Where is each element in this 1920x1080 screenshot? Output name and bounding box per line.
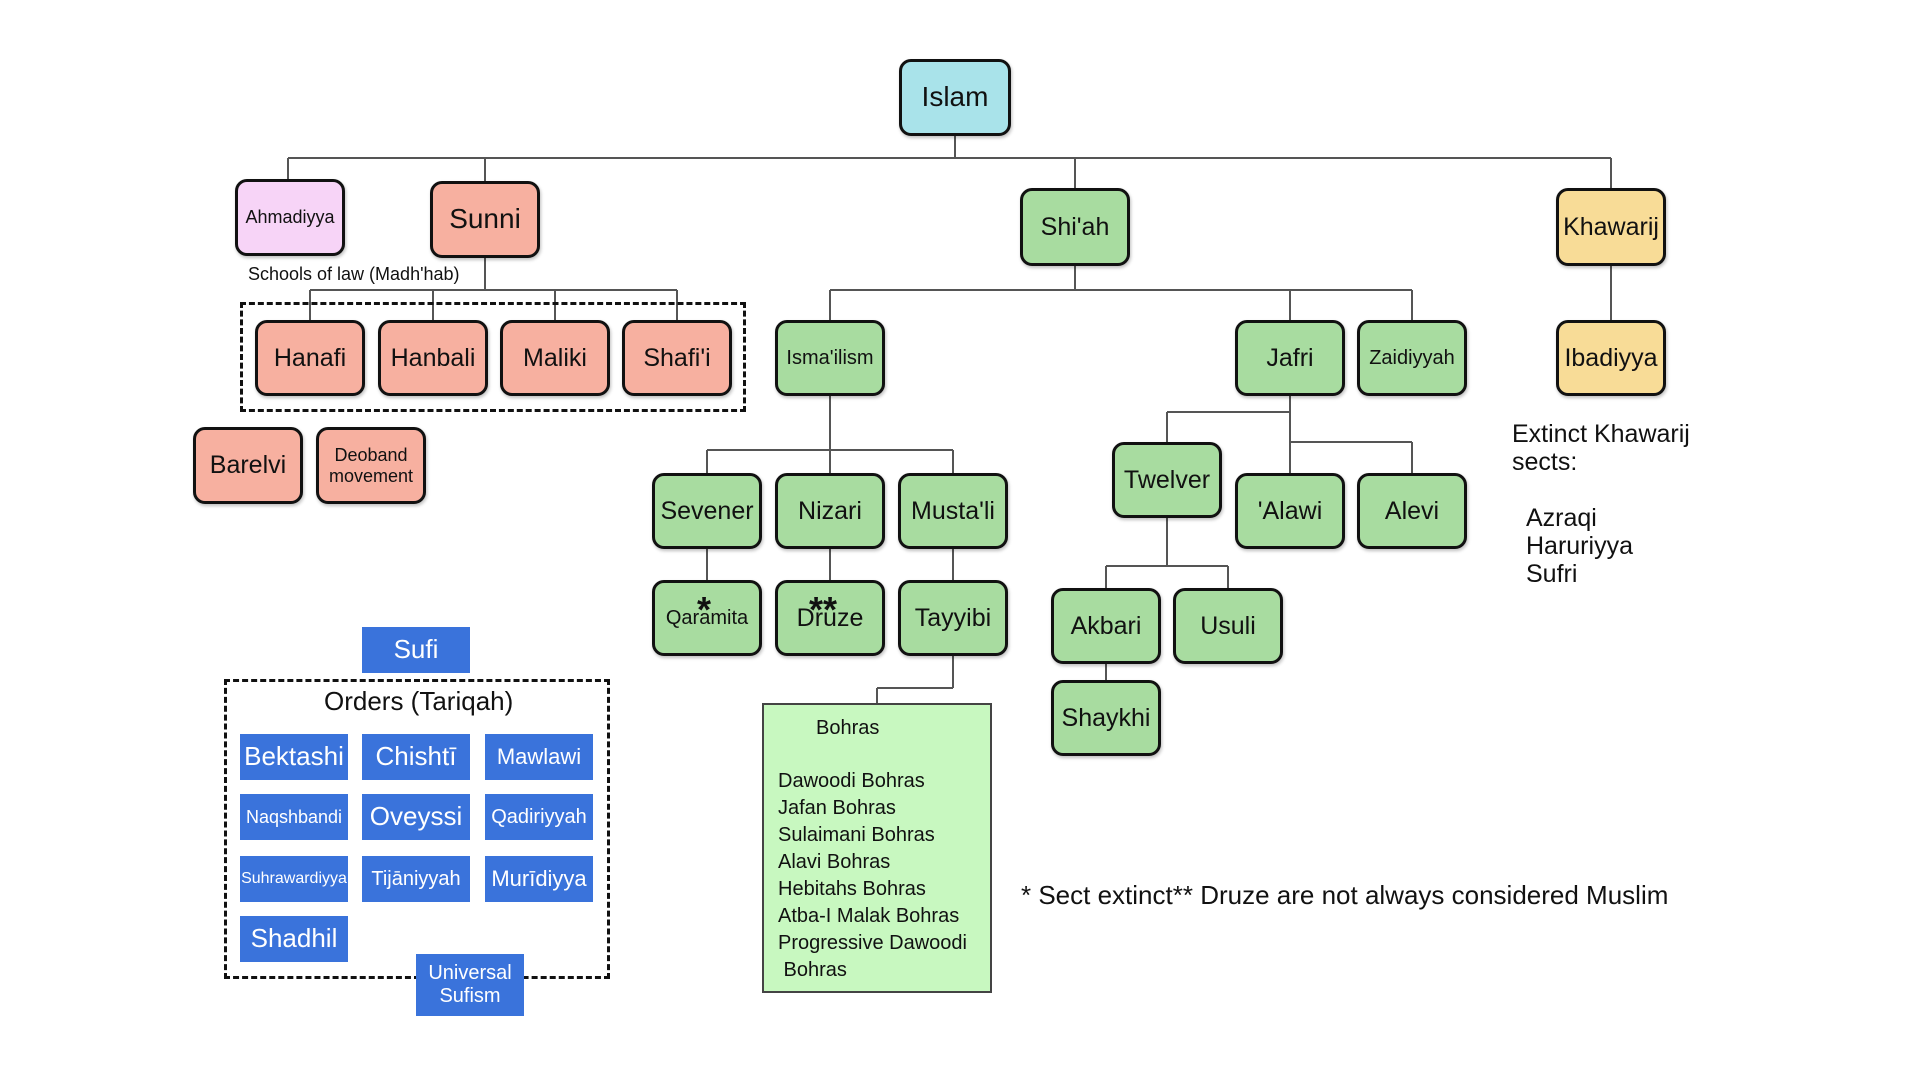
tijaniyyah-order: Tijāniyyah [362, 856, 470, 902]
barelvi-node: Barelvi [193, 427, 303, 504]
alawi-node: 'Alawi [1235, 473, 1345, 549]
deoband-node: Deoband movement [316, 427, 426, 504]
akbari-node: Akbari [1051, 588, 1161, 664]
jafri-node: Jafri [1235, 320, 1345, 396]
universal-sufism-node: Universal Sufism [416, 954, 524, 1016]
qadiriyyah-order: Qadiriyyah [485, 794, 593, 840]
tayyibi-node: Tayyibi [898, 580, 1008, 656]
usuli-node: Usuli [1173, 588, 1283, 664]
bohras-item: Progressive Dawoodi [778, 932, 967, 954]
extinct-khawarij-list: Extinct Khawarij sects: Azraqi Haruriyya… [1512, 420, 1690, 588]
druze-node: Druze [775, 580, 885, 656]
bohras-item: Hebitahs Bohras [778, 878, 926, 900]
alevi-node: Alevi [1357, 473, 1467, 549]
ahmadiyya-node: Ahmadiyya [235, 179, 345, 256]
chishti-order: Chishtī [362, 734, 470, 780]
sufi-node: Sufi [362, 627, 470, 673]
bohras-item: Jafan Bohras [778, 797, 896, 819]
shaykhi-node: Shaykhi [1051, 680, 1161, 756]
extinct-sect: Azraqi [1526, 504, 1597, 532]
footnote: * Sect extinct** Druze are not always co… [1021, 880, 1669, 910]
orders-label: Orders (Tariqah) [324, 686, 514, 716]
twelver-node: Twelver [1112, 442, 1222, 518]
bohras-item: Bohras [778, 959, 847, 981]
qaramita-node: Qaramita [652, 580, 762, 656]
suhrawardiyya-order: Suhrawardiyya [240, 856, 348, 902]
sunni-node: Sunni [430, 181, 540, 258]
muridiyya-order: Murīdiyya [485, 856, 593, 902]
ibadiyya-node: Ibadiyya [1556, 320, 1666, 396]
mawlawi-order: Mawlawi [485, 734, 593, 780]
bohras-item: Sulaimani Bohras [778, 824, 935, 846]
shiah-node: Shi'ah [1020, 188, 1130, 266]
qaramita-label: Qaramita [665, 606, 749, 629]
khawarij-node: Khawarij [1556, 188, 1666, 266]
shadhil-order: Shadhil [240, 916, 348, 962]
bohras-item: Alavi Bohras [778, 851, 891, 873]
schools-of-law-group [240, 302, 746, 412]
bektashi-order: Bektashi [240, 734, 348, 780]
maliki-node: Maliki [500, 320, 610, 396]
hanafi-node: Hanafi [255, 320, 365, 396]
oveyssi-order: Oveyssi [362, 794, 470, 840]
hanbali-node: Hanbali [378, 320, 488, 396]
ismailism-node: Isma'ilism [775, 320, 885, 396]
mustali-node: Musta'li [898, 473, 1008, 549]
naqshbandi-order: Naqshbandi [240, 794, 348, 840]
bohras-item: Dawoodi Bohras [778, 770, 925, 792]
bohras-title: Bohras [816, 717, 880, 739]
zaidiyyah-node: Zaidiyyah [1357, 320, 1467, 396]
druze-label: Druze [796, 603, 864, 632]
islam-node: Islam [899, 59, 1011, 136]
extinct-mark: * [697, 589, 712, 630]
extinct-sect: Haruriyya [1526, 532, 1633, 560]
bohras-item: Atba-I Malak Bohras [778, 905, 960, 927]
druze-mark: ** [809, 589, 838, 630]
sevener-node: Sevener [652, 473, 762, 549]
extinct-heading-line: Extinct Khawarij [1512, 420, 1690, 448]
nizari-node: Nizari [775, 473, 885, 549]
shafii-node: Shafi'i [622, 320, 732, 396]
extinct-sect: Sufri [1526, 560, 1578, 588]
extinct-heading-line: sects: [1512, 448, 1578, 476]
schools-of-law-label: Schools of law (Madh'hab) [248, 264, 460, 284]
bohras-box: Bohras Dawoodi Bohras Jafan Bohras Sulai… [762, 703, 992, 993]
